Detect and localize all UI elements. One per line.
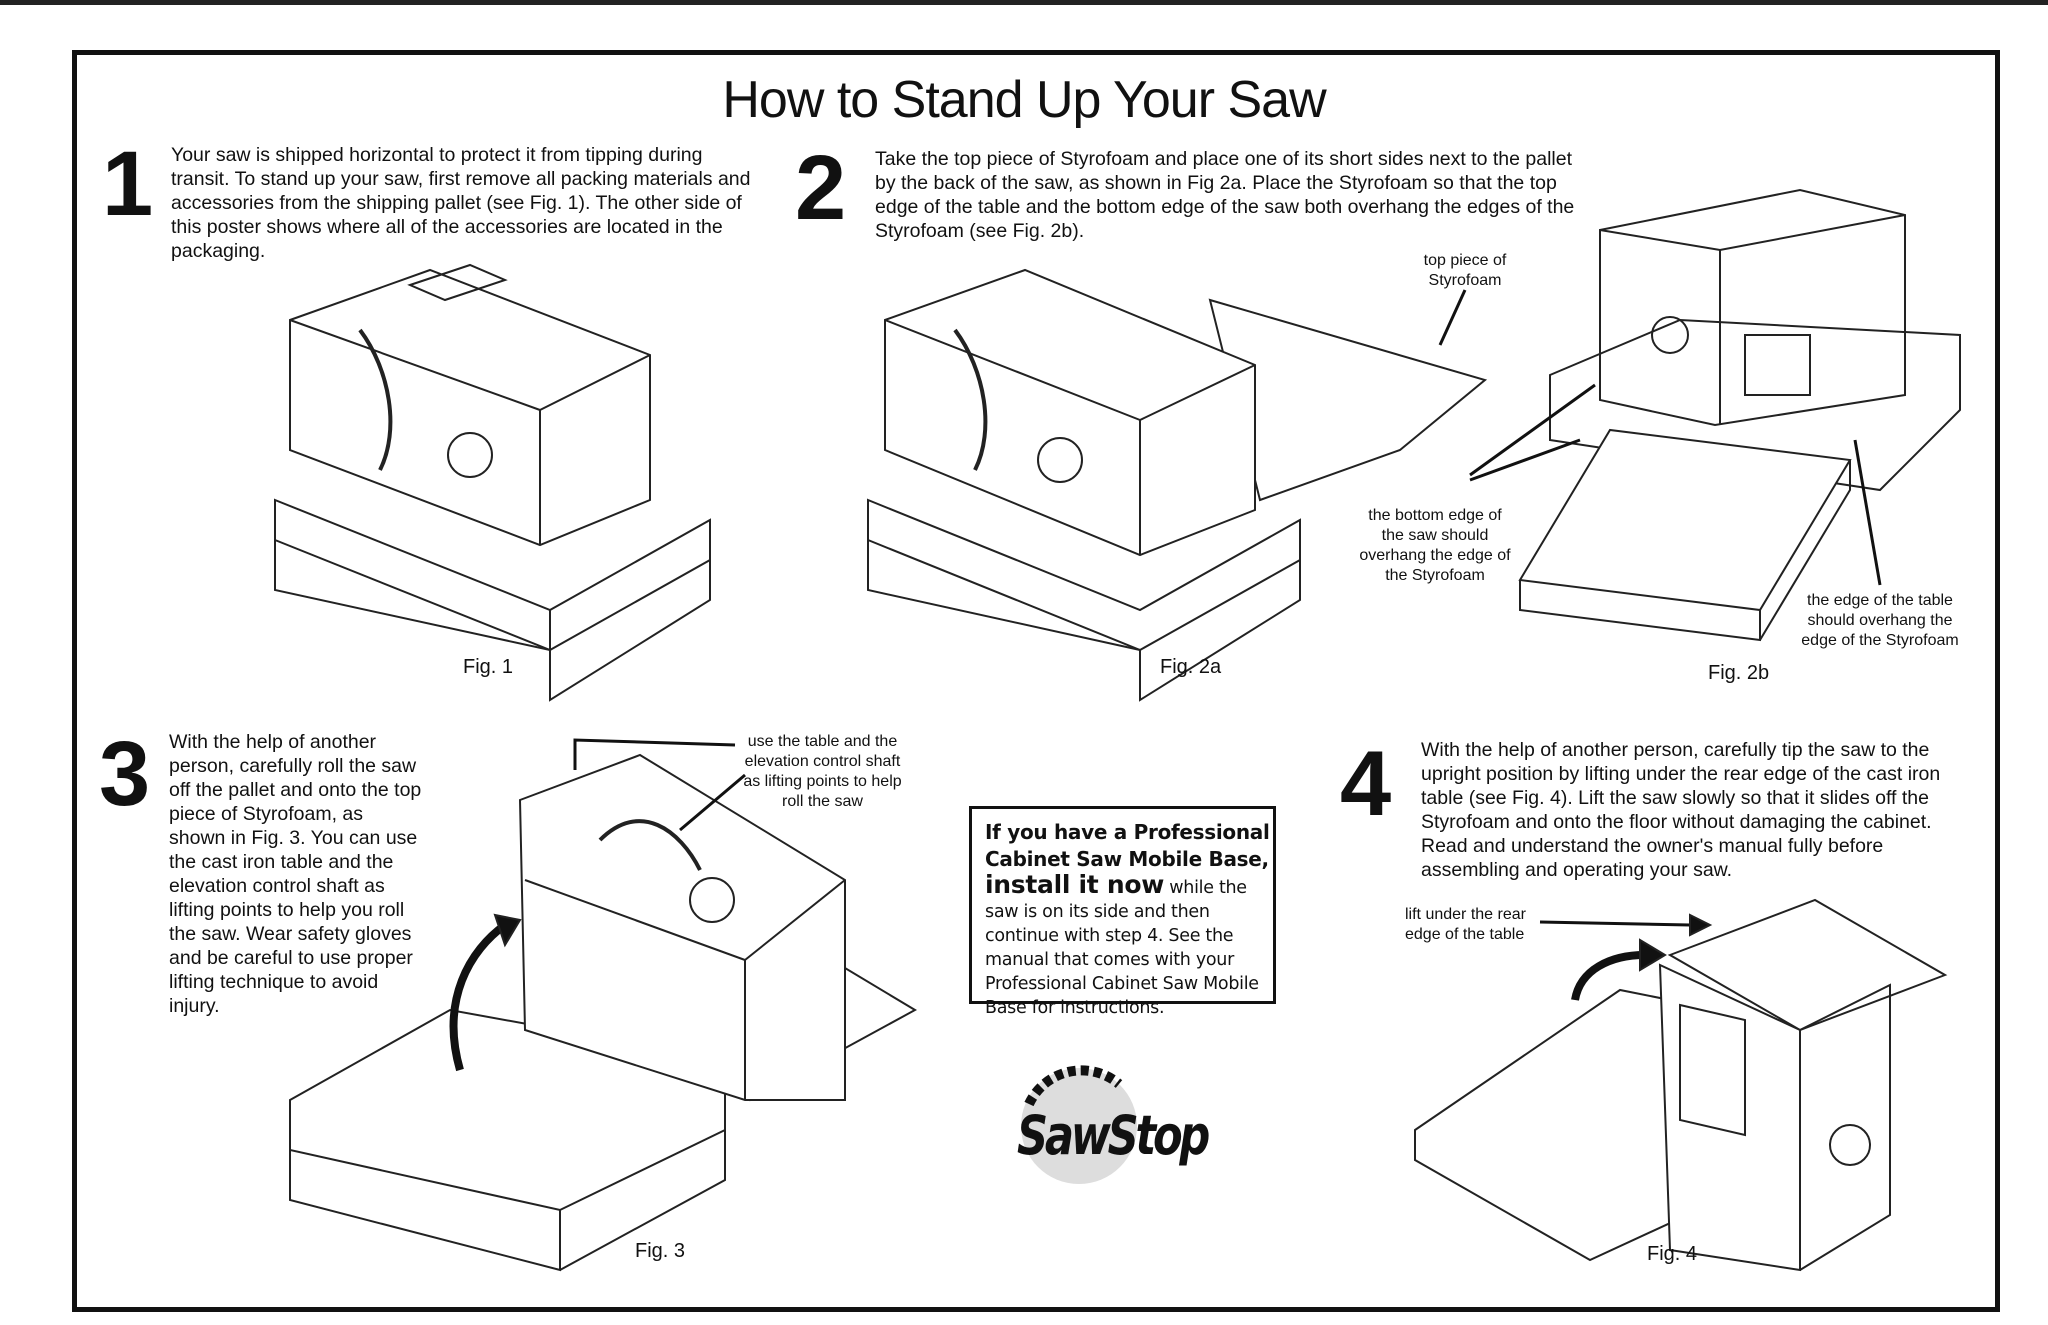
sawstop-logo: SawStop [999, 1064, 1249, 1199]
notice-heading: If you have a Professional Cabinet Saw M… [985, 820, 1270, 871]
logo-text: SawStop [1017, 1104, 1210, 1167]
fig-4-label: Fig. 4 [1647, 1243, 1698, 1265]
step-1-text: Your saw is shipped horizontal to protec… [171, 144, 751, 262]
callout-lifting-points: use the table and the elevation control … [743, 733, 902, 810]
step-4-number: 4 [1340, 733, 1392, 835]
step-3-text: With the help of another person, careful… [169, 731, 422, 1017]
page-title: How to Stand Up Your Saw [722, 71, 1326, 129]
page-top-edge [0, 0, 2048, 5]
callout-lift-under: lift under the rear edge of the table [1405, 906, 1526, 943]
fig-4-illustration [1414, 898, 1948, 1272]
fig-1-label: Fig. 1 [463, 656, 514, 678]
saw-blade-icon [1021, 1065, 1137, 1184]
fig-3-illustration [289, 738, 918, 1272]
step-3-number: 3 [99, 723, 151, 825]
callout-top-piece: top piece of Styrofoam [1423, 252, 1507, 289]
fig-2a-illustration [867, 268, 1488, 702]
step-2-text: Take the top piece of Styrofoam and plac… [875, 148, 1575, 242]
callout-bottom-edge: the bottom edge of the saw should overha… [1359, 507, 1511, 584]
step-4-text: With the help of another person, careful… [1421, 739, 1941, 881]
step-1-number: 1 [102, 133, 154, 235]
mobile-base-notice: If you have a Professional Cabinet Saw M… [969, 806, 1276, 1018]
notice-emphasis: install it now [985, 870, 1165, 899]
notice-body: while the saw is on its side and then co… [985, 878, 1259, 1018]
step-2-number: 2 [795, 137, 847, 239]
fig-3-label: Fig. 3 [635, 1240, 686, 1262]
poster-frame [72, 50, 2000, 1312]
fig-1-illustration [274, 263, 711, 702]
fig-2b-illustration [1518, 188, 1961, 642]
fig-2a-label: Fig. 2a [1160, 656, 1222, 678]
fig-2b-label: Fig. 2b [1708, 662, 1770, 684]
callout-table-edge: the edge of the table should overhang th… [1801, 592, 1959, 649]
